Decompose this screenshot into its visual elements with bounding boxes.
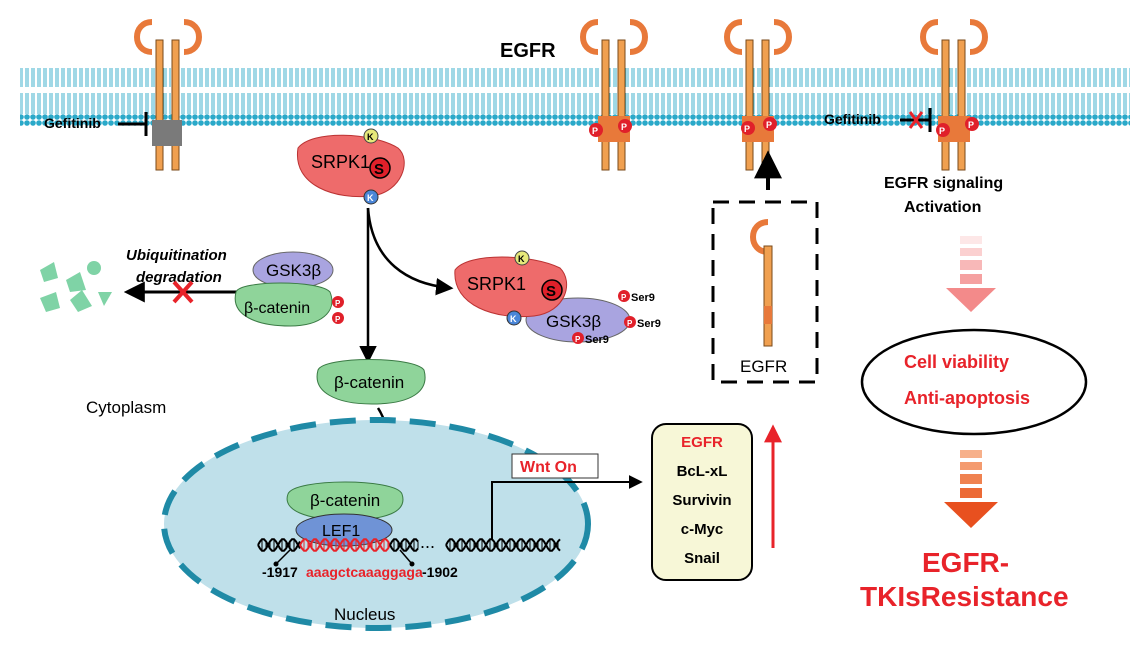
dna-strand [389, 538, 419, 552]
svg-text:Ser9: Ser9 [637, 318, 661, 330]
gefitinib-block-right: Gefitinib [824, 108, 932, 132]
srpk1-node: SRPK1 S K K [297, 128, 405, 205]
svg-text:P: P [627, 319, 633, 328]
svg-text:GSK3β: GSK3β [266, 261, 321, 280]
svg-text:Ser9: Ser9 [585, 334, 609, 346]
bcatenin-mid-node [316, 359, 426, 405]
svg-text:β-catenin: β-catenin [244, 300, 310, 317]
svg-text:LEF1: LEF1 [322, 523, 360, 540]
svg-text:β-catenin: β-catenin [334, 373, 404, 392]
target-gene-item: BcL-xL [677, 463, 728, 480]
block-cross-icon-degradation [172, 280, 194, 304]
egfr-receptor-inhibited [134, 19, 202, 171]
gefitinib-label-right: Gefitinib [824, 111, 881, 127]
target-gene-item: c-Myc [681, 521, 724, 538]
bcatenin-left-node [234, 282, 333, 327]
svg-text:GSK3β: GSK3β [546, 312, 601, 331]
svg-text:S: S [374, 161, 384, 178]
dna-helix [257, 538, 561, 552]
egfr-receptor-resistant: P P [920, 19, 988, 171]
dna-strand [389, 538, 419, 552]
egfr-monomer [750, 219, 773, 347]
dna-strand [257, 538, 301, 552]
outcome-ellipse [860, 328, 1088, 436]
dna-strand [257, 538, 301, 552]
svg-text:K: K [510, 314, 517, 324]
nucleus-label: Nucleus [334, 605, 395, 624]
resistance-label-1: EGFR- [922, 547, 1009, 578]
svg-text:β-catenin: β-catenin [310, 491, 380, 510]
svg-text:P: P [968, 120, 974, 130]
resistance-label-2: TKIsResistance [860, 581, 1069, 612]
cytoplasm-label: Cytoplasm [86, 398, 166, 417]
fade-arrow-upper [946, 236, 996, 312]
egfr-receptor-phosphorylated: P P [580, 19, 648, 171]
egfr-label-top: EGFR [500, 40, 556, 62]
wnt-on-label: Wnt On [520, 459, 577, 476]
dna-sequence: aaagctcaaaggaga [306, 564, 423, 580]
svg-text:P: P [335, 299, 341, 308]
cell-viability-label: Cell viability [904, 352, 1009, 372]
wnt-on-box [511, 453, 599, 479]
svg-text:P: P [592, 126, 598, 136]
dna-binding-site-strand [299, 538, 391, 552]
fade-arrow-lower [944, 450, 998, 528]
dna-binding-site-strand [299, 538, 391, 552]
dna-ellipsis: ... [420, 532, 435, 552]
svg-text:P: P [939, 126, 945, 136]
degraded-fragments [40, 261, 112, 312]
target-gene-item: EGFR [681, 434, 723, 451]
svg-text:K: K [367, 132, 374, 142]
svg-text:P: P [335, 315, 341, 324]
gefitinib-label-left: Gefitinib [44, 115, 101, 131]
dna-left-position: -1917 [262, 564, 298, 580]
target-genes-box [651, 423, 753, 581]
anti-apoptosis-label: Anti-apoptosis [904, 388, 1030, 408]
egfr-box-label: EGFR [740, 357, 787, 376]
svg-text:P: P [744, 124, 750, 134]
gefitinib-block-left: Gefitinib [44, 112, 148, 136]
svg-text:S: S [546, 283, 556, 300]
target-gene-item: Survivin [672, 492, 731, 509]
srpk1-gsk3b-complex: GSK3β SRPK1 S K K P Ser9 P Ser9 P Ser9 [454, 250, 661, 346]
svg-text:P: P [621, 122, 627, 132]
svg-text:K: K [518, 254, 525, 264]
svg-text:P: P [575, 335, 581, 344]
bcatenin-nucleus-node [286, 481, 404, 521]
ubiquitination-label: Ubiquitination [126, 247, 227, 264]
egfr-expression-box [711, 200, 819, 384]
dna-strand [445, 538, 561, 552]
svg-text:SRPK1: SRPK1 [311, 152, 370, 172]
svg-text:K: K [367, 193, 374, 203]
arrow-srpk1-to-complex [366, 207, 454, 296]
activation-label: Activation [904, 199, 981, 216]
svg-text:P: P [766, 120, 772, 130]
dna-right-position: -1902 [422, 564, 458, 580]
transcription-arrow [491, 475, 643, 540]
dna-strand [445, 538, 561, 552]
egfr-signaling-label: EGFR signaling [884, 175, 1003, 192]
degradation-label: degradation [136, 269, 222, 286]
egfr-receptor-phosphorylated-2: P P [724, 19, 792, 171]
svg-text:SRPK1: SRPK1 [467, 274, 526, 294]
target-gene-item: Snail [684, 550, 720, 567]
svg-text:P: P [621, 293, 627, 302]
svg-text:Ser9: Ser9 [631, 292, 655, 304]
